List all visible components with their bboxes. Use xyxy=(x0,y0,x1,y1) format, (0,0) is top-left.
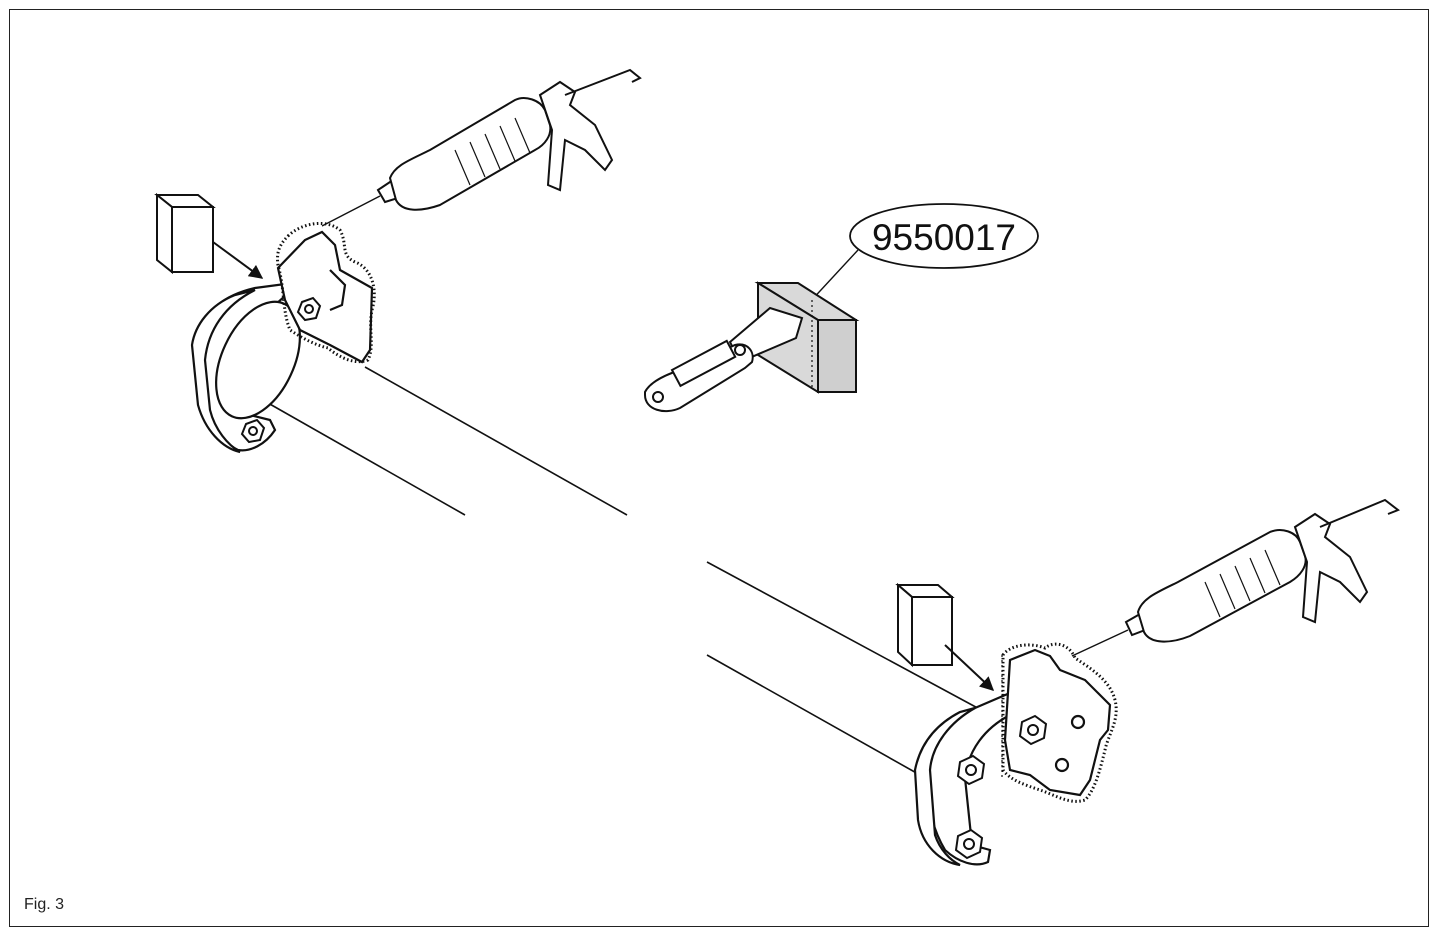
right-grease-boundary xyxy=(1001,642,1118,803)
left-caulking-gun xyxy=(321,68,642,227)
left-lower-bolt-center xyxy=(248,426,258,436)
part-number-callout: 9550017 xyxy=(807,203,1039,305)
axle-bottom-line-far xyxy=(706,654,921,776)
right-shackle-hole-lower xyxy=(1054,757,1070,773)
left-hanger-plate-back xyxy=(190,288,256,454)
left-sealant-block xyxy=(154,192,216,275)
putty-knife-grip xyxy=(670,339,737,388)
left-block-arrow xyxy=(212,241,264,279)
right-gun-rod xyxy=(1319,498,1401,528)
left-gun-frame xyxy=(538,80,614,192)
right-hanger-plate-back xyxy=(913,706,976,867)
figure-caption: Fig. 3 xyxy=(24,896,65,913)
right-middle-bolt-center xyxy=(965,764,977,776)
part-number-ellipse xyxy=(849,203,1039,269)
right-shackle-hole-upper xyxy=(1070,714,1086,730)
axle-bottom-line xyxy=(267,402,466,516)
left-gun-tube xyxy=(388,97,552,211)
right-bolts xyxy=(954,714,1048,860)
right-caulking-gun xyxy=(1071,498,1401,657)
left-grease-boundary xyxy=(276,221,376,364)
left-gun-nozzle-line xyxy=(321,195,381,227)
right-block-arrow xyxy=(944,644,995,691)
right-sealant-block xyxy=(895,582,955,668)
right-upper-bolt-center xyxy=(1027,724,1039,736)
left-spring-hanger xyxy=(190,230,374,454)
right-gun-tube xyxy=(1136,529,1307,643)
right-spring-hanger xyxy=(913,648,1112,867)
left-gun-tube-marks xyxy=(454,117,531,186)
axle-tube xyxy=(267,366,986,776)
left-upper-bolt-center xyxy=(304,304,314,314)
right-gun-frame xyxy=(1293,512,1369,624)
putty-knife-rivet xyxy=(734,344,746,356)
left-bolts xyxy=(240,296,322,444)
right-gun-nozzle-line xyxy=(1071,629,1129,657)
putty-knife xyxy=(644,306,804,413)
left-shackle-plate-edge xyxy=(329,269,347,312)
left-gun-rod xyxy=(564,68,642,96)
left-shackle-plate xyxy=(276,230,374,364)
right-lower-bolt-center xyxy=(963,838,975,850)
right-gun-tube-marks xyxy=(1204,549,1281,618)
putty-knife-hole xyxy=(652,391,664,403)
part-number-text: 9550017 xyxy=(872,217,1016,258)
figure-frame xyxy=(9,9,1429,927)
axle-top-line-far xyxy=(706,561,986,713)
right-shackle-plate xyxy=(1003,648,1112,797)
axle-top-line xyxy=(364,366,628,516)
